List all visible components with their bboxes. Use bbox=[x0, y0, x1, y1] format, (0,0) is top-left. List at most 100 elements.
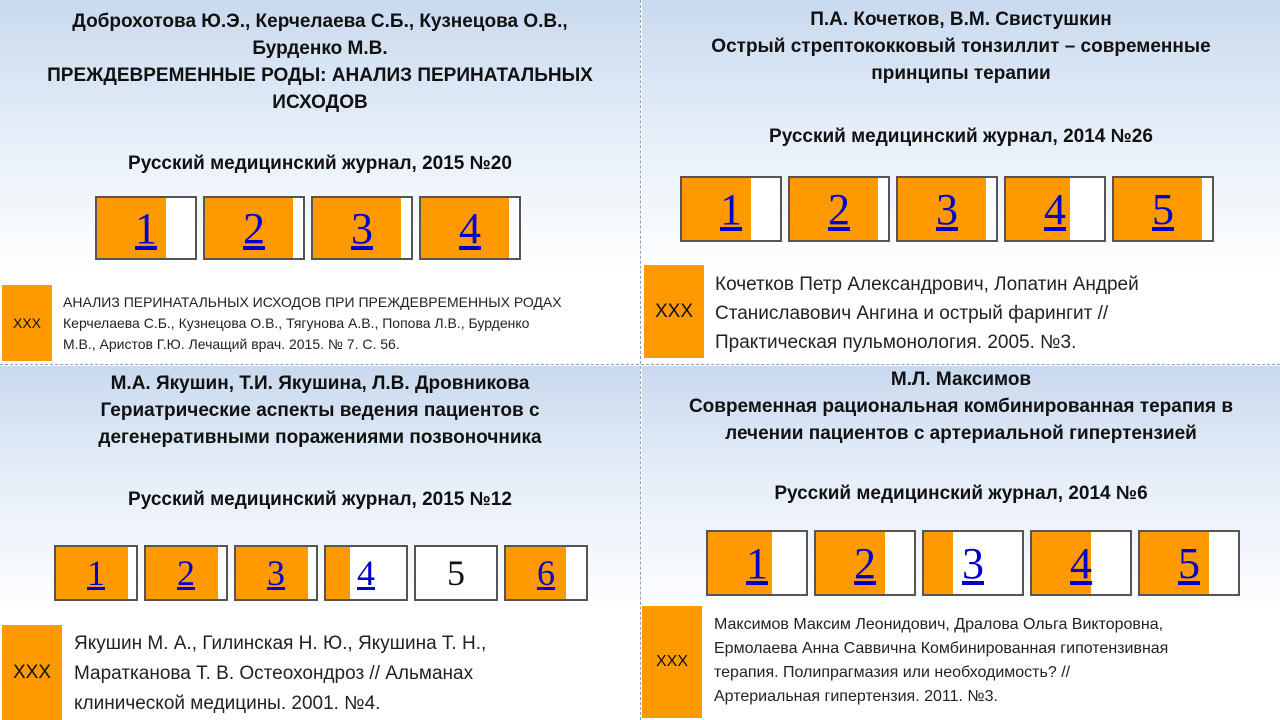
page-tile-2[interactable]: 2 bbox=[788, 176, 890, 242]
vertical-divider bbox=[640, 0, 641, 720]
page-tile-3[interactable]: 3 bbox=[234, 545, 318, 601]
title-line: ИСХОДОВ bbox=[272, 92, 368, 113]
authors-line: М.Л. Максимов bbox=[890, 369, 1032, 390]
tile-fill bbox=[682, 178, 751, 240]
xxx-badge: XXX bbox=[642, 606, 702, 718]
title-line: дегенеративными поражениями позвоночника bbox=[98, 427, 542, 448]
page-tile-4[interactable]: 4 bbox=[1030, 530, 1132, 596]
tile-fill bbox=[506, 547, 566, 599]
article-header: П.А. Кочетков, В.М. Свистушкин Острый ст… bbox=[642, 6, 1280, 87]
page-link-3[interactable]: 3 bbox=[267, 553, 285, 593]
page-link-2[interactable]: 2 bbox=[828, 184, 850, 234]
reference-line: Кочетков Петр Александрович, Лопатин Анд… bbox=[715, 274, 1139, 295]
tile-fill bbox=[97, 198, 166, 258]
page-tile-1[interactable]: 1 bbox=[680, 176, 782, 242]
tile-fill bbox=[1140, 532, 1209, 594]
page-link-4[interactable]: 4 bbox=[357, 553, 375, 593]
tile-fill bbox=[708, 532, 772, 594]
reference-line: Якушин М. А., Гилинская Н. Ю., Якушина Т… bbox=[74, 633, 487, 654]
tile-fill bbox=[816, 532, 885, 594]
reference-line: Артериальная гипертензия. 2011. №3. bbox=[714, 688, 998, 705]
tile-fill bbox=[236, 547, 308, 599]
tile-fill bbox=[421, 198, 510, 258]
page-link-6[interactable]: 6 bbox=[537, 553, 555, 593]
panel-bottom-right: М.Л. Максимов Современная рациональная к… bbox=[642, 366, 1280, 720]
page-tile-3[interactable]: 3 bbox=[922, 530, 1024, 596]
page-tile-4[interactable]: 4 bbox=[1004, 176, 1106, 242]
authors-line: Доброхотова Ю.Э., Керчелаева С.Б., Кузне… bbox=[72, 11, 568, 32]
tile-fill bbox=[313, 198, 402, 258]
reference-text: Якушин М. А., Гилинская Н. Ю., Якушина Т… bbox=[74, 629, 486, 719]
page-tile-2[interactable]: 2 bbox=[203, 196, 305, 260]
page-link-1[interactable]: 1 bbox=[720, 184, 742, 234]
reference-text: АНАЛИЗ ПЕРИНАТАЛЬНЫХ ИСХОДОВ ПРИ ПРЕЖДЕВ… bbox=[63, 292, 562, 355]
article-header: Доброхотова Ю.Э., Керчелаева С.Б., Кузне… bbox=[0, 8, 640, 116]
page-tile-1[interactable]: 1 bbox=[706, 530, 808, 596]
reference-line: Максимов Максим Леонидович, Дралова Ольг… bbox=[714, 616, 1164, 633]
tile-fill bbox=[790, 178, 879, 240]
page-tiles: 1 2 3 4 bbox=[95, 196, 527, 260]
page-tile-3[interactable]: 3 bbox=[311, 196, 413, 260]
page-tile-1[interactable]: 1 bbox=[54, 545, 138, 601]
xxx-badge: XXX bbox=[644, 265, 704, 358]
page-tile-5[interactable]: 5 bbox=[1138, 530, 1240, 596]
page-tile-3[interactable]: 3 bbox=[896, 176, 998, 242]
page-link-2[interactable]: 2 bbox=[854, 538, 876, 588]
reference-text: Максимов Максим Леонидович, Дралова Ольг… bbox=[714, 613, 1168, 709]
page-link-3[interactable]: 3 bbox=[962, 538, 984, 588]
xxx-badge: XXX bbox=[2, 285, 52, 361]
page-link-1[interactable]: 1 bbox=[87, 553, 105, 593]
page-tile-2[interactable]: 2 bbox=[144, 545, 228, 601]
tile-fill bbox=[898, 178, 987, 240]
reference-line: Маратканова Т. В. Остеохондроз // Альман… bbox=[74, 663, 474, 684]
page-tiles: 1 2 3 4 5 6 bbox=[54, 545, 594, 601]
panel-top-right: П.А. Кочетков, В.М. Свистушкин Острый ст… bbox=[642, 0, 1280, 362]
page-tiles: 1 2 3 4 5 bbox=[706, 530, 1246, 596]
tile-fill bbox=[56, 547, 128, 599]
article-header: М.А. Якушин, Т.И. Якушина, Л.В. Дровнико… bbox=[0, 370, 640, 451]
title-line: ПРЕЖДЕВРЕМЕННЫЕ РОДЫ: АНАЛИЗ ПЕРИНАТАЛЬН… bbox=[47, 65, 593, 86]
page-link-4[interactable]: 4 bbox=[1044, 184, 1066, 234]
tile-fill bbox=[1114, 178, 1203, 240]
page-tile-5[interactable]: 5 bbox=[1112, 176, 1214, 242]
tile-fill bbox=[1032, 532, 1091, 594]
page-link-5[interactable]: 5 bbox=[1178, 538, 1200, 588]
reference-text: Кочетков Петр Александрович, Лопатин Анд… bbox=[715, 270, 1139, 357]
reference-line: Ермолаева Анна Саввична Комбинированная … bbox=[714, 640, 1169, 657]
page-tile-6[interactable]: 6 bbox=[504, 545, 588, 601]
xxx-badge: XXX bbox=[2, 625, 62, 720]
page-link-4[interactable]: 4 bbox=[459, 203, 481, 253]
reference-line: М.В., Аристов Г.Ю. Лечащий врач. 2015. №… bbox=[63, 336, 400, 352]
page-link-5[interactable]: 5 bbox=[1152, 184, 1174, 234]
reference-line: терапия. Полипрагмазия или необходимость… bbox=[714, 664, 1071, 681]
reference-line: АНАЛИЗ ПЕРИНАТАЛЬНЫХ ИСХОДОВ ПРИ ПРЕЖДЕВ… bbox=[63, 294, 562, 310]
page-link-3[interactable]: 3 bbox=[936, 184, 958, 234]
tile-fill bbox=[1006, 178, 1070, 240]
page-link-4[interactable]: 4 bbox=[1070, 538, 1092, 588]
journal-citation: Русский медицинский журнал, 2014 №26 bbox=[769, 126, 1153, 147]
reference-line: клинической медицины. 2001. №4. bbox=[74, 693, 381, 714]
reference-line: Керчелаева С.Б., Кузнецова О.В., Тягунов… bbox=[63, 315, 530, 331]
panel-bottom-left: М.А. Якушин, Т.И. Якушина, Л.В. Дровнико… bbox=[0, 366, 640, 720]
panel-top-left: Доброхотова Ю.Э., Керчелаева С.Б., Кузне… bbox=[0, 0, 640, 362]
page-link-2[interactable]: 2 bbox=[243, 203, 265, 253]
title-line: Гериатрические аспекты ведения пациентов… bbox=[100, 400, 540, 421]
page-tile-2[interactable]: 2 bbox=[814, 530, 916, 596]
tile-fill bbox=[326, 547, 350, 599]
page-link-3[interactable]: 3 bbox=[351, 203, 373, 253]
page-tile-5: 5 bbox=[414, 545, 498, 601]
journal-citation: Русский медицинский журнал, 2015 №12 bbox=[128, 489, 512, 510]
tile-fill bbox=[146, 547, 218, 599]
title-line: Острый стрептококковый тонзиллит – совре… bbox=[711, 36, 1211, 57]
page-tile-1[interactable]: 1 bbox=[95, 196, 197, 260]
page-link-2[interactable]: 2 bbox=[177, 553, 195, 593]
authors-line: П.А. Кочетков, В.М. Свистушкин bbox=[810, 9, 1112, 30]
title-line: лечении пациентов с артериальной гиперте… bbox=[725, 423, 1197, 444]
page-tile-4[interactable]: 4 bbox=[324, 545, 408, 601]
title-line: Современная рациональная комбинированная… bbox=[688, 396, 1234, 417]
journal-citation: Русский медицинский журнал, 2015 №20 bbox=[128, 153, 512, 174]
page-tile-4[interactable]: 4 bbox=[419, 196, 521, 260]
page-link-1[interactable]: 1 bbox=[135, 203, 157, 253]
page-link-1[interactable]: 1 bbox=[746, 538, 768, 588]
tile-fill bbox=[924, 532, 954, 594]
